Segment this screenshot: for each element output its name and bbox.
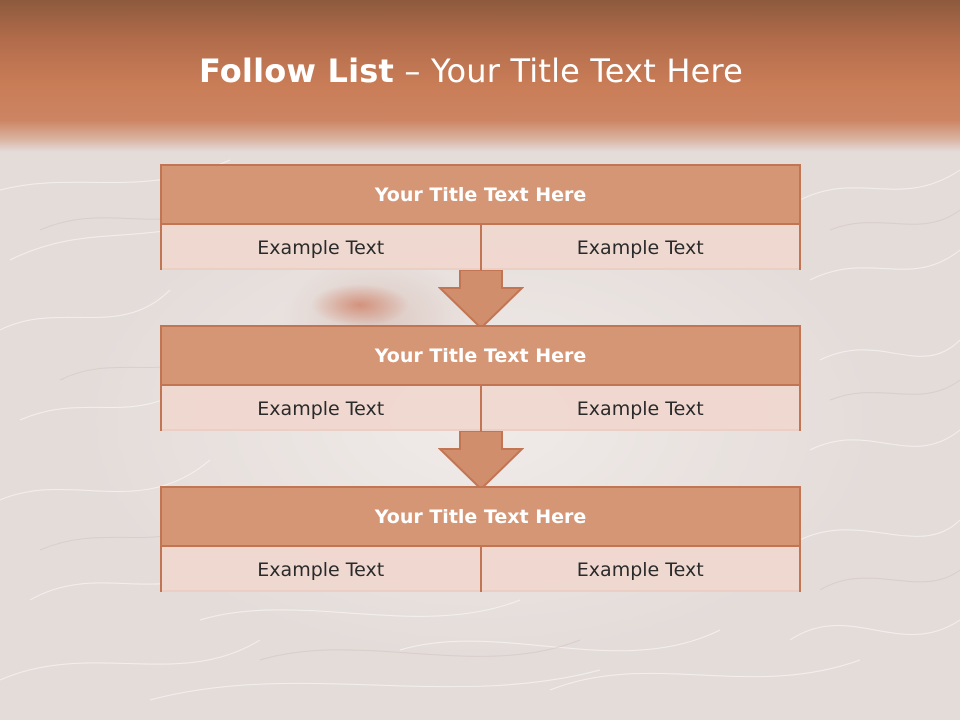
slide-title-rest: – Your Title Text Here bbox=[394, 52, 744, 90]
step-title: Your Title Text Here bbox=[162, 166, 799, 225]
step-box-2: Your Title Text Here Example Text Exampl… bbox=[160, 325, 801, 431]
step-box-1: Your Title Text Here Example Text Exampl… bbox=[160, 164, 801, 270]
step-text-left: Example Text bbox=[162, 547, 482, 592]
step-row: Example Text Example Text bbox=[162, 225, 799, 270]
down-arrow-icon bbox=[438, 431, 524, 491]
title-bar bbox=[0, 0, 960, 152]
step-title: Your Title Text Here bbox=[162, 327, 799, 386]
step-box-3: Your Title Text Here Example Text Exampl… bbox=[160, 486, 801, 592]
step-text-right: Example Text bbox=[481, 547, 799, 592]
step-text-right: Example Text bbox=[481, 225, 799, 270]
step-text-left: Example Text bbox=[162, 225, 482, 270]
slide-title-bold: Follow List bbox=[198, 52, 395, 90]
step-title: Your Title Text Here bbox=[162, 488, 799, 547]
down-arrow-icon bbox=[438, 270, 524, 330]
slide-title: Follow List – Your Title Text Here bbox=[0, 52, 942, 90]
step-text-left: Example Text bbox=[162, 386, 482, 431]
step-text-right: Example Text bbox=[481, 386, 799, 431]
step-row: Example Text Example Text bbox=[162, 386, 799, 431]
step-row: Example Text Example Text bbox=[162, 547, 799, 592]
